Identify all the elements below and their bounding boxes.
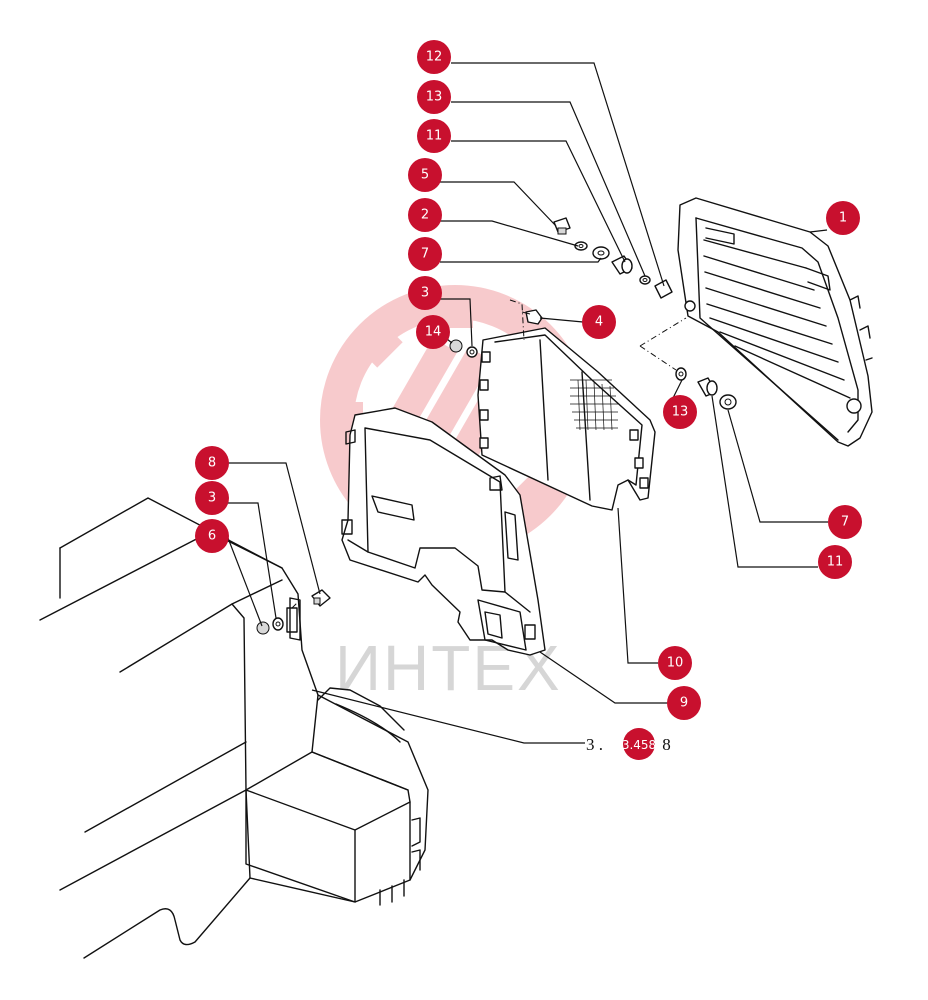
svg-text:10: 10 (667, 656, 684, 671)
reference-suffix: 8 (658, 735, 671, 754)
svg-text:8: 8 (208, 456, 216, 471)
callout-12: 12 (417, 40, 451, 74)
callout-13-lower: 13 (663, 395, 697, 429)
reference-prefix: 3 . (586, 735, 607, 754)
svg-text:7: 7 (421, 247, 429, 262)
svg-text:4: 4 (595, 315, 603, 330)
svg-text:6: 6 (208, 529, 216, 544)
part-panel (477, 327, 656, 511)
svg-text:9: 9 (680, 696, 688, 711)
svg-text:11: 11 (827, 555, 844, 570)
callout-5: 5 (408, 158, 442, 192)
svg-text:13: 13 (672, 405, 689, 420)
callout-13: 13 (417, 80, 451, 114)
svg-text:3: 3 (208, 491, 216, 506)
reference-badge-text: 3.458 (622, 738, 656, 752)
part-grille (677, 197, 873, 447)
part-bracket (341, 407, 546, 656)
center-lines (291, 299, 687, 636)
callout-3-lower: 3 (195, 481, 229, 515)
svg-text:1: 1 (839, 211, 847, 226)
svg-text:5: 5 (421, 168, 429, 183)
callout-4: 4 (582, 305, 616, 339)
callout-11: 11 (417, 119, 451, 153)
svg-text:11: 11 (426, 129, 443, 144)
callout-3: 3 (408, 276, 442, 310)
svg-text:13: 13 (426, 90, 443, 105)
callout-2: 2 (408, 198, 442, 232)
tractor-body (39, 497, 429, 959)
svg-text:14: 14 (425, 325, 442, 340)
leader-lines (227, 62, 828, 744)
hardware (256, 217, 737, 635)
svg-text:2: 2 (421, 208, 429, 223)
callout-14: 14 (416, 315, 450, 349)
callout-9: 9 (667, 686, 701, 720)
callout-1: 1 (826, 201, 860, 235)
callout-10: 10 (658, 646, 692, 680)
callout-7-lower: 7 (828, 505, 862, 539)
callout-11-lower: 11 (818, 545, 852, 579)
callout-6: 6 (195, 519, 229, 553)
svg-text:3: 3 (421, 286, 429, 301)
svg-text:7: 7 (841, 515, 849, 530)
callout-8: 8 (195, 446, 229, 480)
reference-label: 3 . 3.458 8 (586, 728, 671, 760)
reference-badge (623, 728, 655, 760)
svg-text:12: 12 (426, 50, 443, 65)
callout-7: 7 (408, 237, 442, 271)
